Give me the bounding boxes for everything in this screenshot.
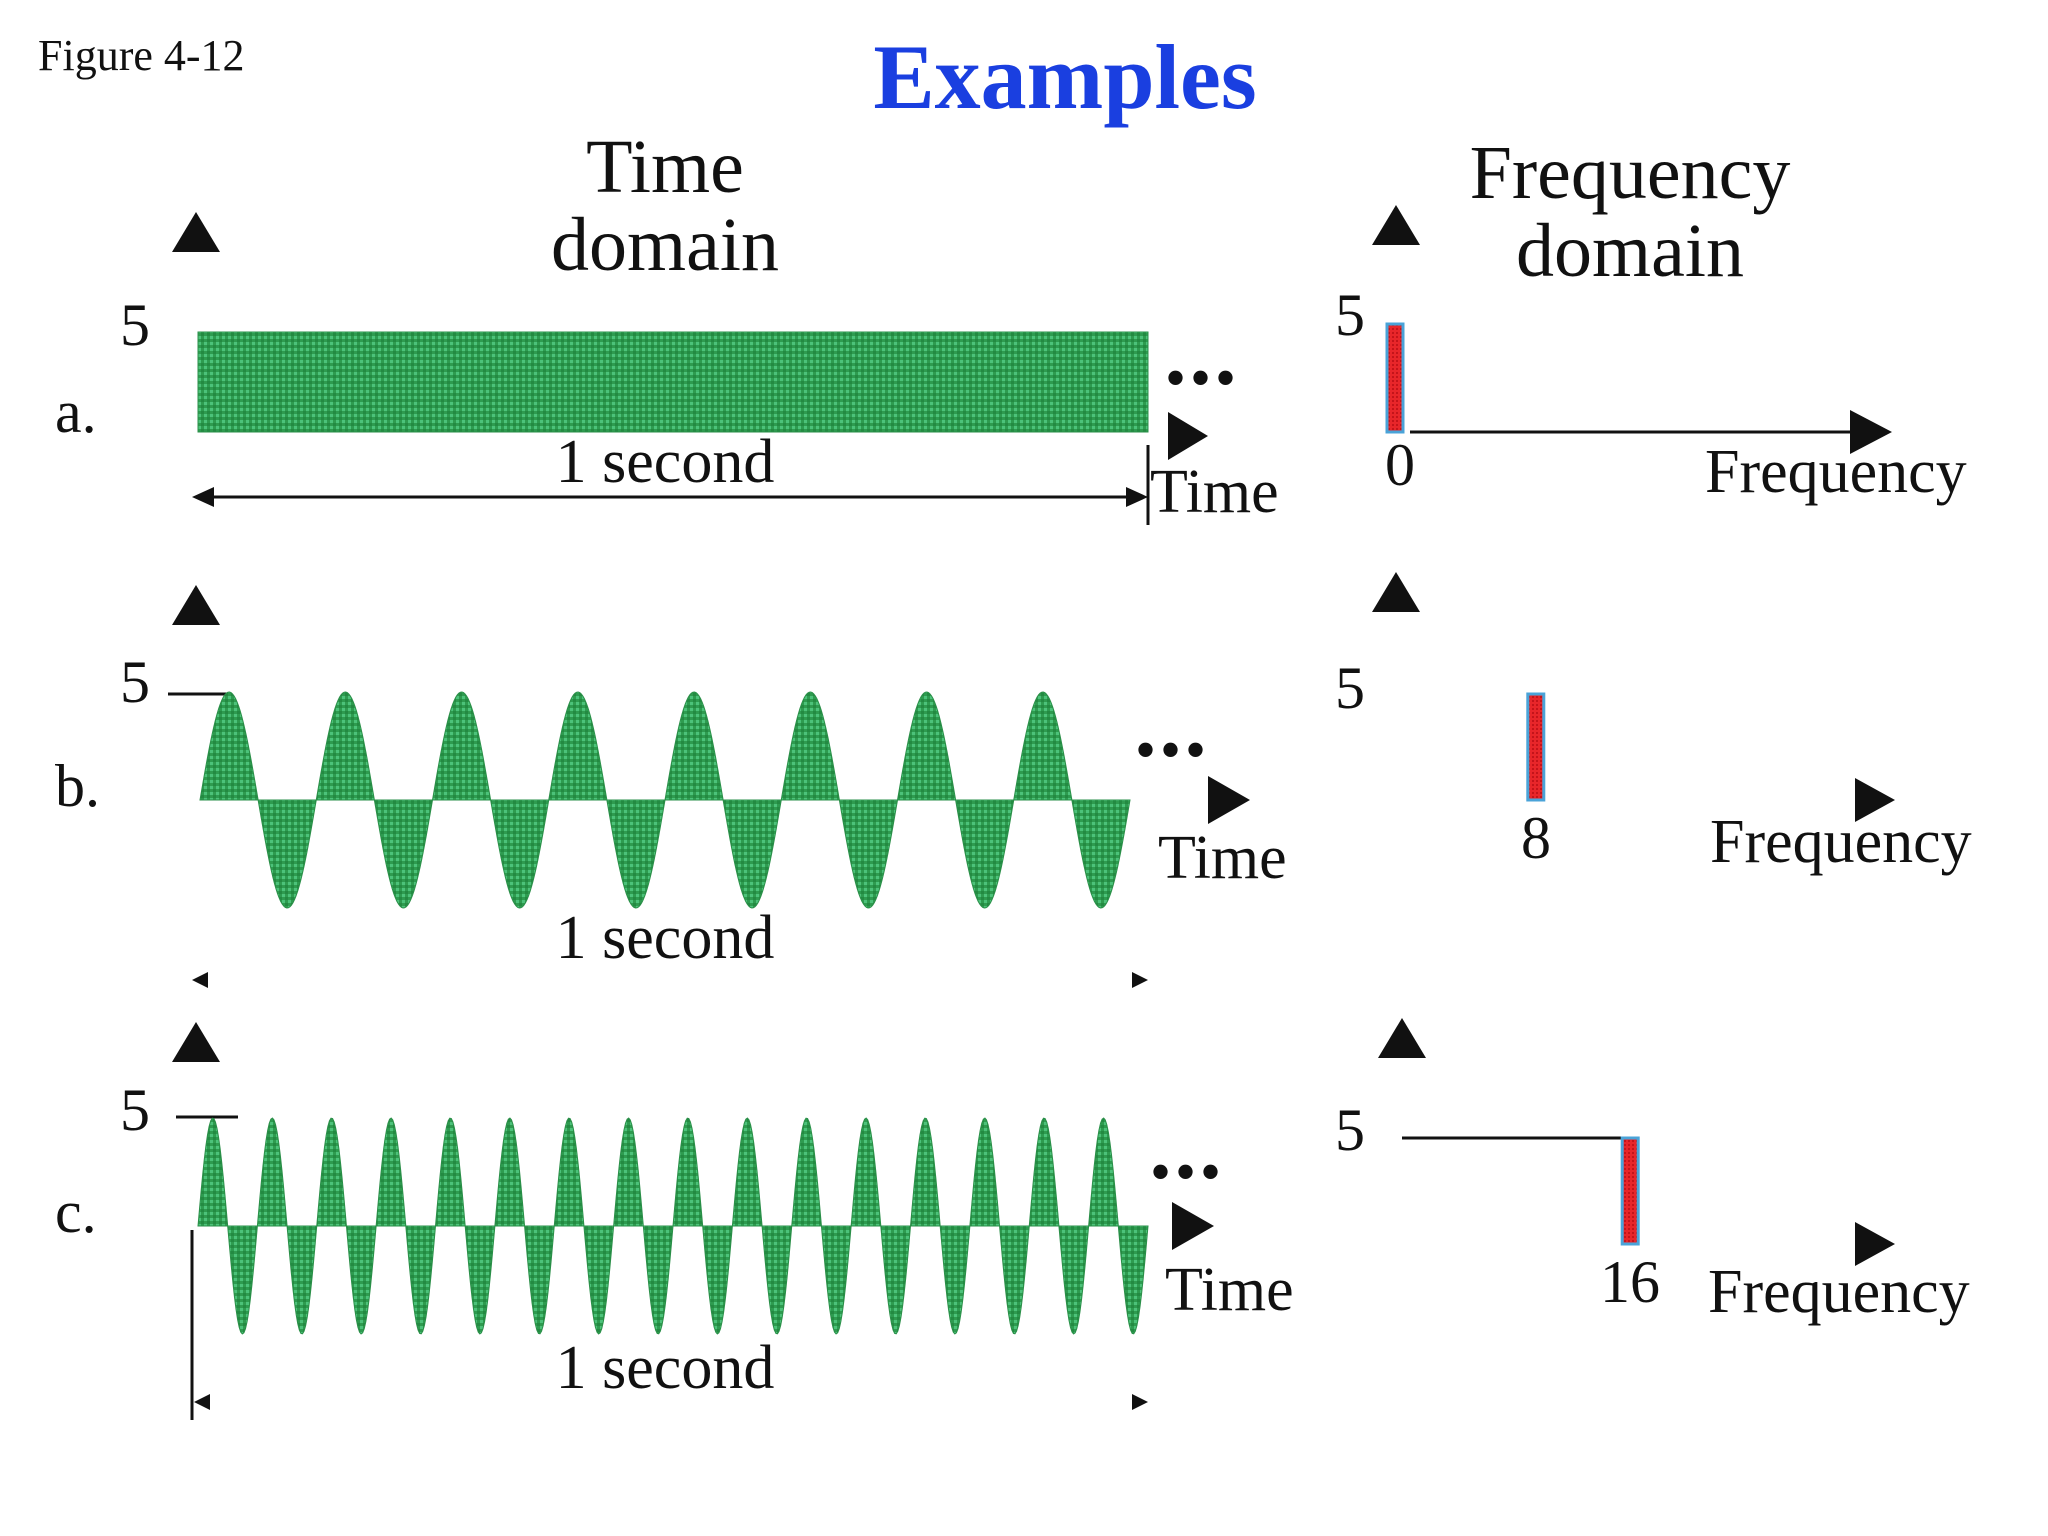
spectrum-amplitude-arrow-icon: [1378, 1018, 1426, 1058]
time-axis-label: Time: [1165, 1256, 1294, 1324]
duration-left-arrow-icon: [192, 972, 208, 988]
figure-label: Figure 4-12: [38, 31, 245, 80]
amplitude-label: 5: [120, 649, 150, 715]
time-domain-heading-line2: domain: [551, 203, 779, 287]
frequency-axis-label: Frequency: [1705, 438, 1967, 506]
frequency-domain-heading-line2: domain: [1516, 209, 1744, 293]
duration-label: 1 second: [556, 1334, 775, 1402]
spectrum-frequency-label: 16: [1600, 1249, 1660, 1315]
time-axis-arrow-icon: [1168, 412, 1208, 460]
spectrum-amplitude-label: 5: [1335, 1097, 1365, 1163]
row-label: b.: [55, 753, 100, 819]
duration-left-arrow-icon: [192, 487, 214, 507]
frequency-axis-arrow-icon: [1850, 410, 1892, 454]
continuation-dots: •••: [1165, 345, 1240, 411]
row-label: a.: [55, 379, 97, 445]
time-signal-waveform: [197, 1117, 1149, 1335]
frequency-axis-arrow-icon: [1855, 1222, 1895, 1266]
frequency-axis-arrow-icon: [1855, 778, 1895, 822]
row-b: 5 b. ••• Time 1 second 5 8 Frequency: [55, 572, 1972, 988]
frequency-axis-label: Frequency: [1710, 808, 1972, 876]
time-axis-arrow-icon: [1172, 1202, 1214, 1250]
time-domain-heading-line1: Time: [586, 125, 744, 209]
signal-shape: [199, 691, 1131, 909]
amplitude-label: 5: [120, 292, 150, 358]
time-axis-arrow-icon: [1208, 776, 1250, 824]
time-signal-waveform: [199, 691, 1131, 909]
frequency-axis-label: Frequency: [1708, 1258, 1970, 1326]
amplitude-label: 5: [120, 1077, 150, 1143]
page-title: Examples: [873, 26, 1256, 128]
row-label: c.: [55, 1179, 97, 1245]
time-signal-waveform: [197, 331, 1149, 433]
time-axis-label: Time: [1158, 824, 1287, 892]
spectrum-spike: [1385, 322, 1405, 434]
amplitude-axis-arrow-icon: [172, 1022, 220, 1062]
duration-right-arrow-icon: [1132, 1394, 1148, 1410]
continuation-dots: •••: [1135, 717, 1210, 783]
spectrum-frequency-label: 0: [1385, 432, 1415, 498]
duration-left-arrow-icon: [194, 1394, 210, 1410]
duration-right-arrow-icon: [1132, 972, 1148, 988]
signal-shape: [197, 1117, 1149, 1335]
amplitude-axis-arrow-icon: [172, 212, 220, 252]
spectrum-spike: [1526, 692, 1546, 802]
spectrum-amplitude-arrow-icon: [1372, 205, 1420, 245]
duration-label: 1 second: [556, 904, 775, 972]
spectrum-amplitude-label: 5: [1335, 655, 1365, 721]
time-axis-label: Time: [1150, 458, 1279, 526]
row-a: 5 a. ••• Time 1 second 5 0 Frequency: [55, 205, 1967, 526]
duration-label: 1 second: [556, 428, 775, 496]
spectrum-amplitude-label: 5: [1335, 282, 1365, 348]
spectrum-spike: [1620, 1136, 1640, 1246]
duration-right-arrow-icon: [1126, 487, 1148, 507]
row-c: 5 c. ••• Time 1 second 5 16 Frequency: [55, 1018, 1970, 1420]
amplitude-axis-arrow-icon: [172, 585, 220, 625]
frequency-domain-heading-line1: Frequency: [1470, 131, 1791, 215]
signal-shape: [197, 331, 1149, 433]
continuation-dots: •••: [1150, 1139, 1225, 1205]
spectrum-frequency-label: 8: [1521, 805, 1551, 871]
spectrum-amplitude-arrow-icon: [1372, 572, 1420, 612]
